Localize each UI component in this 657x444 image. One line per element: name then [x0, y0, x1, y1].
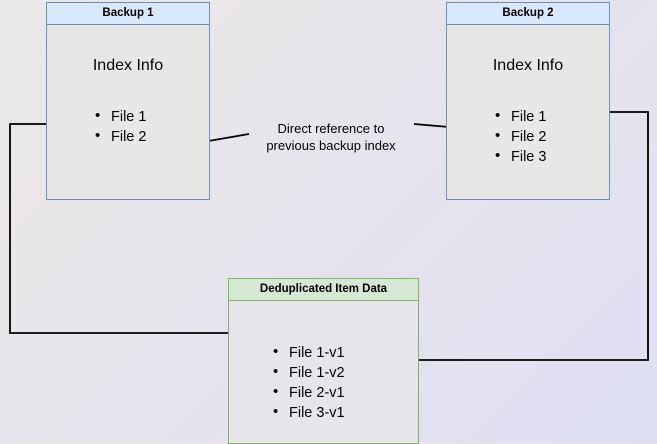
list-item: File 2 [495, 126, 546, 147]
backup1-index-info-label: Index Info [92, 57, 164, 74]
annotation-line-1: Direct reference to [277, 121, 385, 136]
dedup-file-list: File 1-v1 File 1-v2 File 2-v1 File 3-v1 [273, 342, 345, 423]
list-item: File 1 [95, 106, 146, 127]
list-item: File 1-v1 [273, 342, 345, 363]
list-item: File 1-v2 [273, 362, 345, 383]
backup2-header: Backup 2 [447, 3, 609, 25]
list-item: File 2 [95, 126, 146, 147]
direct-reference-annotation: Direct reference to previous backup inde… [248, 120, 414, 154]
backup2-file-list: File 1 File 2 File 3 [495, 106, 546, 167]
list-item: File 2-v1 [273, 382, 345, 403]
list-item: File 3 [495, 146, 546, 167]
annotation-line-2: previous backup index [266, 138, 396, 153]
backup1-header: Backup 1 [47, 3, 209, 25]
backup2-box[interactable]: Backup 2 Index Info File 1 File 2 File 3 [446, 2, 610, 200]
backup2-index-info-label: Index Info [492, 57, 564, 74]
dedup-header: Deduplicated Item Data [229, 279, 418, 301]
list-item: File 3-v1 [273, 402, 345, 423]
backup1-file-list: File 1 File 2 [95, 106, 146, 147]
backup1-body: Index Info File 1 File 2 [47, 25, 209, 199]
dedup-body: File 1-v1 File 1-v2 File 2-v1 File 3-v1 [229, 301, 418, 443]
wire-backup2-file1-to-dedup-file1v2 [388, 111, 649, 364]
backup2-body: Index Info File 1 File 2 File 3 [447, 25, 609, 199]
list-item: File 1 [495, 106, 546, 127]
backup1-box[interactable]: Backup 1 Index Info File 1 File 2 [46, 2, 210, 200]
deduplicated-item-data-box[interactable]: Deduplicated Item Data File 1-v1 File 1-… [228, 278, 419, 444]
